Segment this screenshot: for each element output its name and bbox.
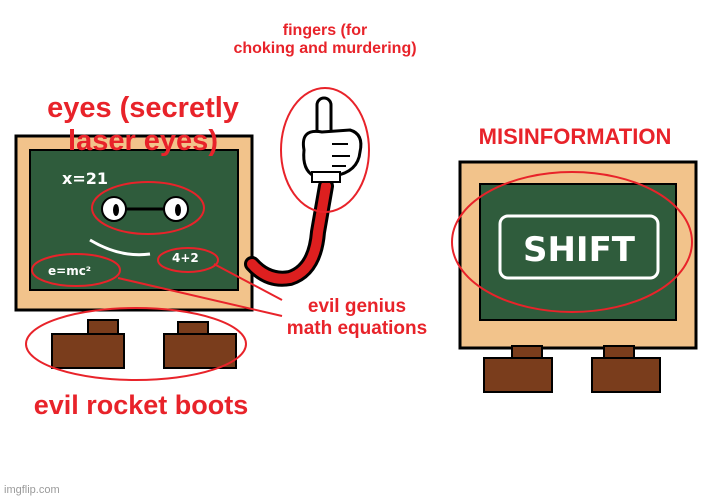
- right-boots: [483, 345, 661, 393]
- math-annotation: evil genius math equations: [286, 296, 428, 339]
- shift-sign-border: [498, 214, 660, 280]
- shift-circle: [451, 171, 693, 313]
- shift-sign-text: SHIFT: [523, 230, 636, 270]
- equation-bottom-right: 4+2: [172, 251, 199, 265]
- eyes-annotation: eyes (secretly laser eyes): [47, 92, 239, 158]
- annotation-marks: [25, 87, 693, 381]
- equation-bottom-left: e=mc²: [48, 264, 91, 278]
- left-rocket-boots: [51, 319, 237, 369]
- chalk-smile-line: [89, 238, 151, 257]
- left-chalkboard-character: x=21 e=mc² 4+2: [14, 134, 254, 312]
- equation-circle-right: [157, 247, 219, 273]
- boots-annotation: evil rocket boots: [33, 390, 249, 420]
- imgflip-watermark: imgflip.com: [4, 484, 60, 496]
- equation-circle-left: [31, 253, 121, 287]
- math-pointer-1: [117, 277, 283, 317]
- pointing-hand-icon: [301, 96, 363, 183]
- boots-circle: [25, 307, 247, 381]
- equation-top: x=21: [62, 169, 108, 188]
- misinformation-annotation: MISINFORMATION: [478, 124, 672, 149]
- eyes-icon: [101, 196, 189, 222]
- fingers-circle: [280, 87, 370, 213]
- left-board-surface: [29, 149, 239, 291]
- math-pointer-2: [213, 263, 283, 301]
- right-chalkboard-character: SHIFT: [458, 160, 698, 350]
- fingers-annotation: fingers (for choking and murdering): [233, 22, 417, 58]
- red-arm: [247, 181, 331, 284]
- eyes-circle: [91, 181, 205, 235]
